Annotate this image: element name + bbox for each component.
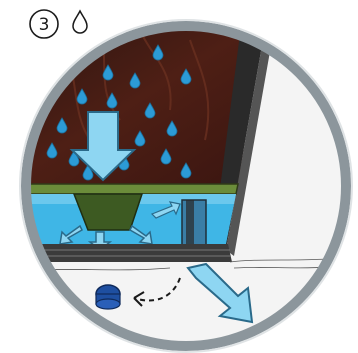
drain-cap: [96, 285, 120, 309]
water-drop-icon: [73, 11, 87, 33]
step-badge: 3: [30, 10, 87, 38]
soil-area: [0, 20, 262, 186]
step-number: 3: [39, 15, 50, 35]
drainage-plate: [0, 184, 238, 194]
